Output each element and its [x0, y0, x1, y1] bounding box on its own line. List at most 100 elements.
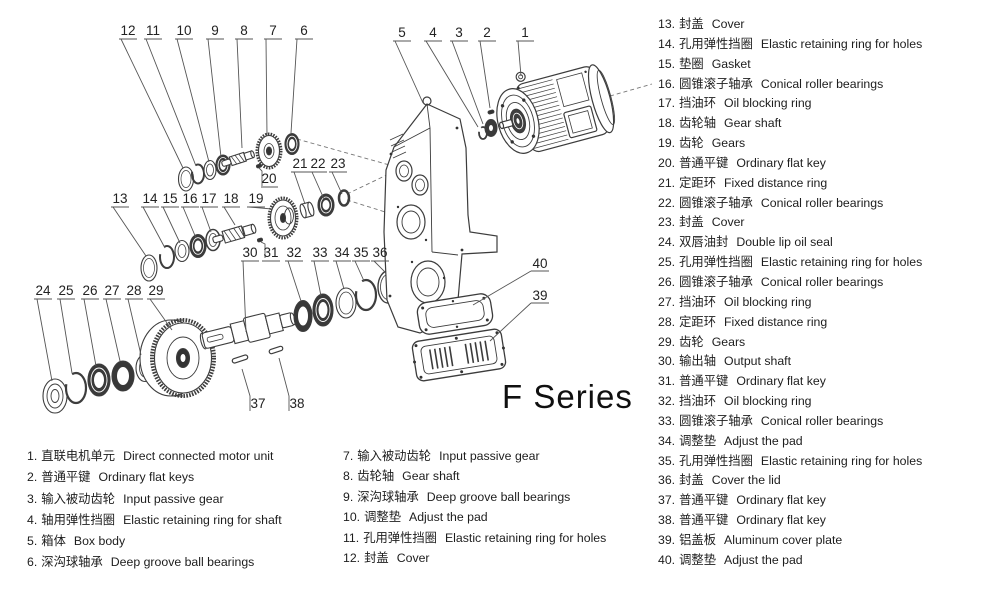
- part-name-zh: 封盖: [679, 17, 704, 31]
- part-name-en: Adjust the pad: [409, 510, 488, 525]
- callout-36: 36: [372, 245, 387, 260]
- leaders-top-right: [393, 40, 534, 128]
- part-name-en: Output shaft: [724, 354, 792, 369]
- part-name-en: Gear shaft: [402, 469, 460, 484]
- exploded-view-diagram: 1 2 3 4 5 6 7 8 9 10 11 12 13 14 15 16 1…: [34, 23, 653, 415]
- part-name-zh: 挡油环: [679, 294, 717, 309]
- callout-8: 8: [240, 23, 248, 38]
- circlip-25: [64, 371, 88, 405]
- part-name-en: Cover: [711, 215, 745, 230]
- leaders-row-13-19: [111, 206, 273, 257]
- callout-28: 28: [126, 283, 141, 298]
- callout-30: 30: [242, 245, 257, 260]
- part-name-zh: 孔用弹性挡圈: [363, 530, 437, 545]
- part-name-zh: 孔用弹性挡圈: [679, 36, 753, 51]
- series-title: F Series: [502, 378, 633, 415]
- callout-37: 37: [250, 396, 265, 411]
- callout-39: 39: [532, 288, 547, 303]
- part-number: 12.: [343, 550, 361, 565]
- callout-27: 27: [104, 283, 119, 298]
- part-number: 33.: [658, 413, 676, 428]
- callout-15: 15: [162, 191, 177, 206]
- housing-eye: [422, 96, 432, 106]
- part-name-zh: 普通平键: [679, 374, 729, 389]
- intermediate-shaft-assembly: [140, 189, 351, 282]
- callout-4: 4: [429, 25, 437, 40]
- part-number: 30.: [658, 354, 676, 369]
- flat-key-20: [255, 163, 263, 169]
- part-item-31: 31.普通平键 Ordinary flat key: [658, 372, 922, 392]
- gear-7: [255, 132, 283, 170]
- callout-38: 38: [289, 396, 304, 411]
- part-name-en: Ordinary flat key: [736, 374, 826, 389]
- callout-9: 9: [211, 23, 219, 38]
- callout-31: 31: [263, 245, 278, 260]
- part-name-en: Deep groove ball bearings: [110, 555, 255, 570]
- leader-lines: [34, 38, 549, 411]
- part-name-en: Gear shaft: [724, 116, 782, 131]
- callout-18: 18: [223, 191, 238, 206]
- gear-housing: [383, 96, 498, 334]
- callout-1: 1: [521, 25, 529, 40]
- gear-shaft-8: [221, 150, 255, 167]
- part-number: 6.: [27, 555, 38, 570]
- housing-bore-middle: [396, 204, 426, 240]
- part-number: 11.: [343, 530, 360, 545]
- part-name-zh: 普通平键: [679, 493, 729, 508]
- part-name-zh: 圆锥滚子轴承: [679, 274, 753, 289]
- callout-6: 6: [300, 23, 308, 38]
- part-number: 14.: [658, 36, 676, 51]
- part-name-zh: 圆锥滚子轴承: [679, 195, 753, 210]
- part-number: 27.: [658, 294, 676, 309]
- part-name-en: Cover: [396, 550, 430, 565]
- part-name-zh: 孔用弹性挡圈: [679, 453, 753, 468]
- part-name-zh: 封盖: [679, 473, 704, 488]
- part-name-en: Elastic retaining ring for holes: [760, 255, 923, 270]
- part-number: 8.: [343, 469, 354, 484]
- part-name-en: Conical roller bearings: [760, 195, 884, 210]
- callout-13: 13: [112, 191, 127, 206]
- part-name-en: Deep groove ball bearings: [426, 489, 571, 504]
- part-name-zh: 直联电机单元: [41, 449, 116, 463]
- cover-plate-39: [411, 328, 507, 382]
- callout-11: 11: [146, 23, 160, 38]
- part-number: 31.: [658, 374, 676, 389]
- gasket-40: [416, 293, 494, 335]
- part-name-en: Elastic retaining ring for shaft: [123, 512, 282, 527]
- part-name-zh: 圆锥滚子轴承: [679, 413, 753, 428]
- flat-key-37: [231, 354, 249, 364]
- part-number: 24.: [658, 235, 676, 250]
- leaders-37-38: [241, 357, 290, 411]
- part-name-zh: 垫圈: [679, 56, 704, 71]
- distance-ring-21: [299, 201, 315, 219]
- part-number: 25.: [658, 255, 676, 270]
- part-name-en: Conical roller bearings: [760, 274, 884, 289]
- part-name-en: Oil blocking ring: [724, 294, 812, 309]
- part-name-en: Elastic retaining ring for holes: [760, 453, 923, 468]
- part-name-zh: 齿轮: [679, 136, 704, 151]
- gear-shaft-18: [212, 223, 257, 244]
- part-item-27: 27.挡油环 Oil blocking ring: [658, 293, 922, 313]
- callout-25: 25: [58, 283, 73, 298]
- callout-21: 21: [292, 156, 307, 171]
- part-name-zh: 定距环: [679, 314, 717, 329]
- callout-35: 35: [353, 245, 368, 260]
